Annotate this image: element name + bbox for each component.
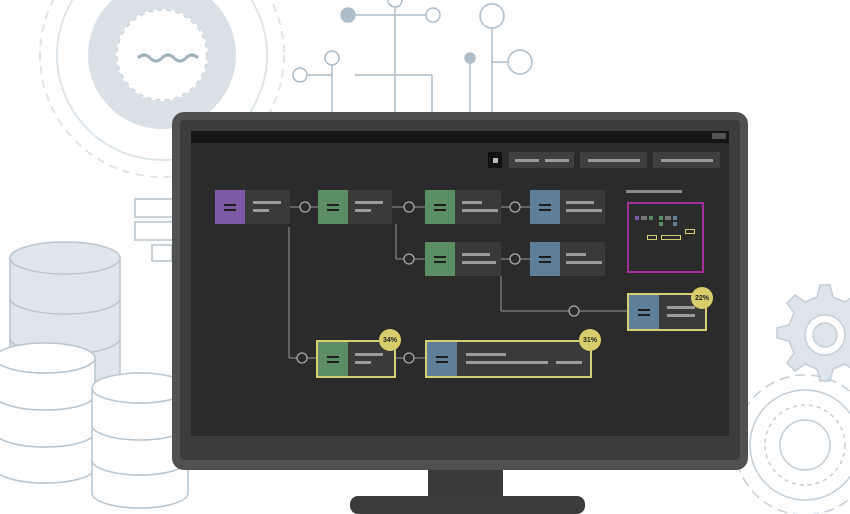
database-icon: [0, 241, 189, 509]
node-icon: [530, 190, 560, 224]
node-green-1[interactable]: [318, 190, 392, 224]
node-icon: [427, 342, 457, 376]
square-icon: [492, 157, 498, 163]
node-green-highlighted[interactable]: [316, 340, 396, 378]
connectors: [288, 201, 627, 364]
square-tool-button[interactable]: [488, 152, 502, 168]
node-green-2[interactable]: [425, 190, 501, 224]
gear-icon: [734, 284, 850, 514]
node-green-3[interactable]: [425, 242, 501, 276]
node-blue-2[interactable]: [530, 242, 605, 276]
node-icon: [318, 190, 348, 224]
node-icon: [530, 242, 560, 276]
node-icon: [629, 295, 659, 329]
node-icon: [425, 190, 455, 224]
node-purple[interactable]: [215, 190, 290, 224]
toolbar-button-3[interactable]: [653, 152, 720, 168]
node-blue-1[interactable]: [530, 190, 605, 224]
node-icon: [425, 242, 455, 276]
progress-badge: 34%: [379, 329, 401, 351]
circuit-icon: [292, 0, 533, 112]
node-icon: [318, 342, 348, 376]
minimap[interactable]: [627, 202, 704, 273]
progress-badge: 31%: [579, 329, 601, 351]
progress-badge: 22%: [691, 287, 713, 309]
node-blue-wide-highlighted[interactable]: [425, 340, 592, 378]
node-icon: [215, 190, 245, 224]
window-button[interactable]: [712, 133, 726, 139]
toolbar-button-2[interactable]: [580, 152, 647, 168]
app-screen: 22% 34% 31%: [191, 131, 729, 436]
title-bar: [191, 131, 729, 143]
minimap-title: [626, 190, 682, 193]
toolbar-button-1[interactable]: [509, 152, 574, 168]
